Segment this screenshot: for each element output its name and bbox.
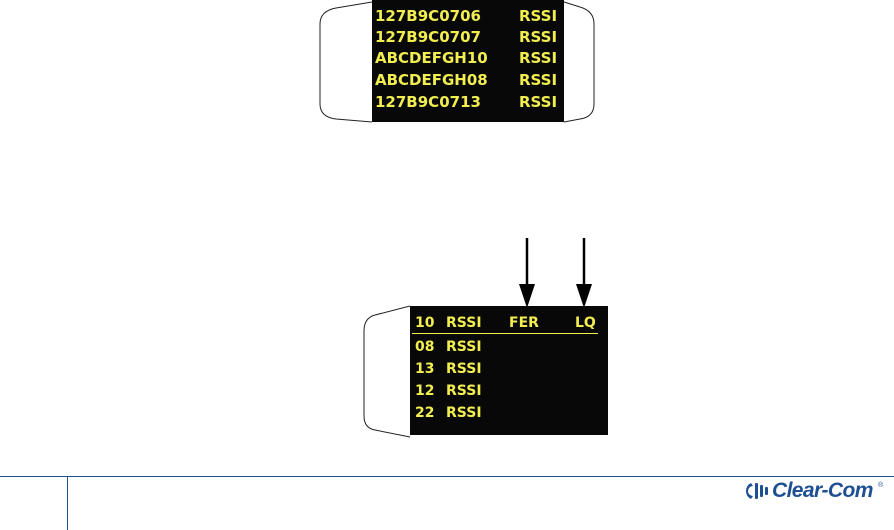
header-row: 10 RSSI FER LQ [410,312,608,334]
channel-num: 13 [415,358,434,380]
signal-label: RSSI [519,48,557,69]
device-display-detail: 10 RSSI FER LQ 08 RSSI 13 RSSI 12 RSSI 2… [410,306,608,435]
list-item: 22 RSSI [410,402,608,424]
footer-margin-rule [67,476,68,530]
header-signal: RSSI [446,312,482,334]
list-item: 13 RSSI [410,358,608,380]
header-num: 10 [415,312,434,334]
list-item: 08 RSSI [410,336,608,358]
list-item: 127B9C0707 RSSI [372,27,564,48]
device-display-list: 127B9C0706 RSSI 127B9C0707 RSSI ABCDEFGH… [372,0,564,122]
logo-wordmark: Clear-Com [772,479,873,503]
channel-num: 22 [415,402,434,424]
list-item: ABCDEFGH10 RSSI [372,48,564,69]
signal-label: RSSI [519,92,557,113]
signal-label: RSSI [446,358,482,380]
signal-label: RSSI [446,402,482,424]
list-item: 127B9C0706 RSSI [372,6,564,27]
signal-label: RSSI [519,70,557,91]
list-item: 127B9C0713 RSSI [372,92,564,113]
logo-mark-icon [744,480,772,502]
signal-label: RSSI [446,380,482,402]
device-id: 127B9C0706 [375,6,481,27]
bracket-right-1 [564,2,594,122]
header-underline [412,333,598,334]
header-lq: LQ [575,312,596,334]
device-id: ABCDEFGH08 [375,70,488,91]
device-id: ABCDEFGH10 [375,48,488,69]
signal-label: RSSI [446,336,482,358]
header-fer: FER [509,312,539,334]
device-id: 127B9C0707 [375,27,481,48]
bracket-left-1 [320,2,372,122]
footer-rule [0,476,894,477]
channel-num: 08 [415,336,434,358]
signal-label: RSSI [519,27,557,48]
bracket-left-2 [364,306,410,437]
channel-num: 12 [415,380,434,402]
arrow-fer-head [519,284,535,308]
arrow-lq-head [576,284,592,308]
list-item: ABCDEFGH08 RSSI [372,70,564,91]
device-id: 127B9C0713 [375,92,481,113]
registered-mark: ® [878,482,883,489]
clear-com-logo: Clear-Com ® [740,478,890,504]
list-item: 12 RSSI [410,380,608,402]
signal-label: RSSI [519,6,557,27]
